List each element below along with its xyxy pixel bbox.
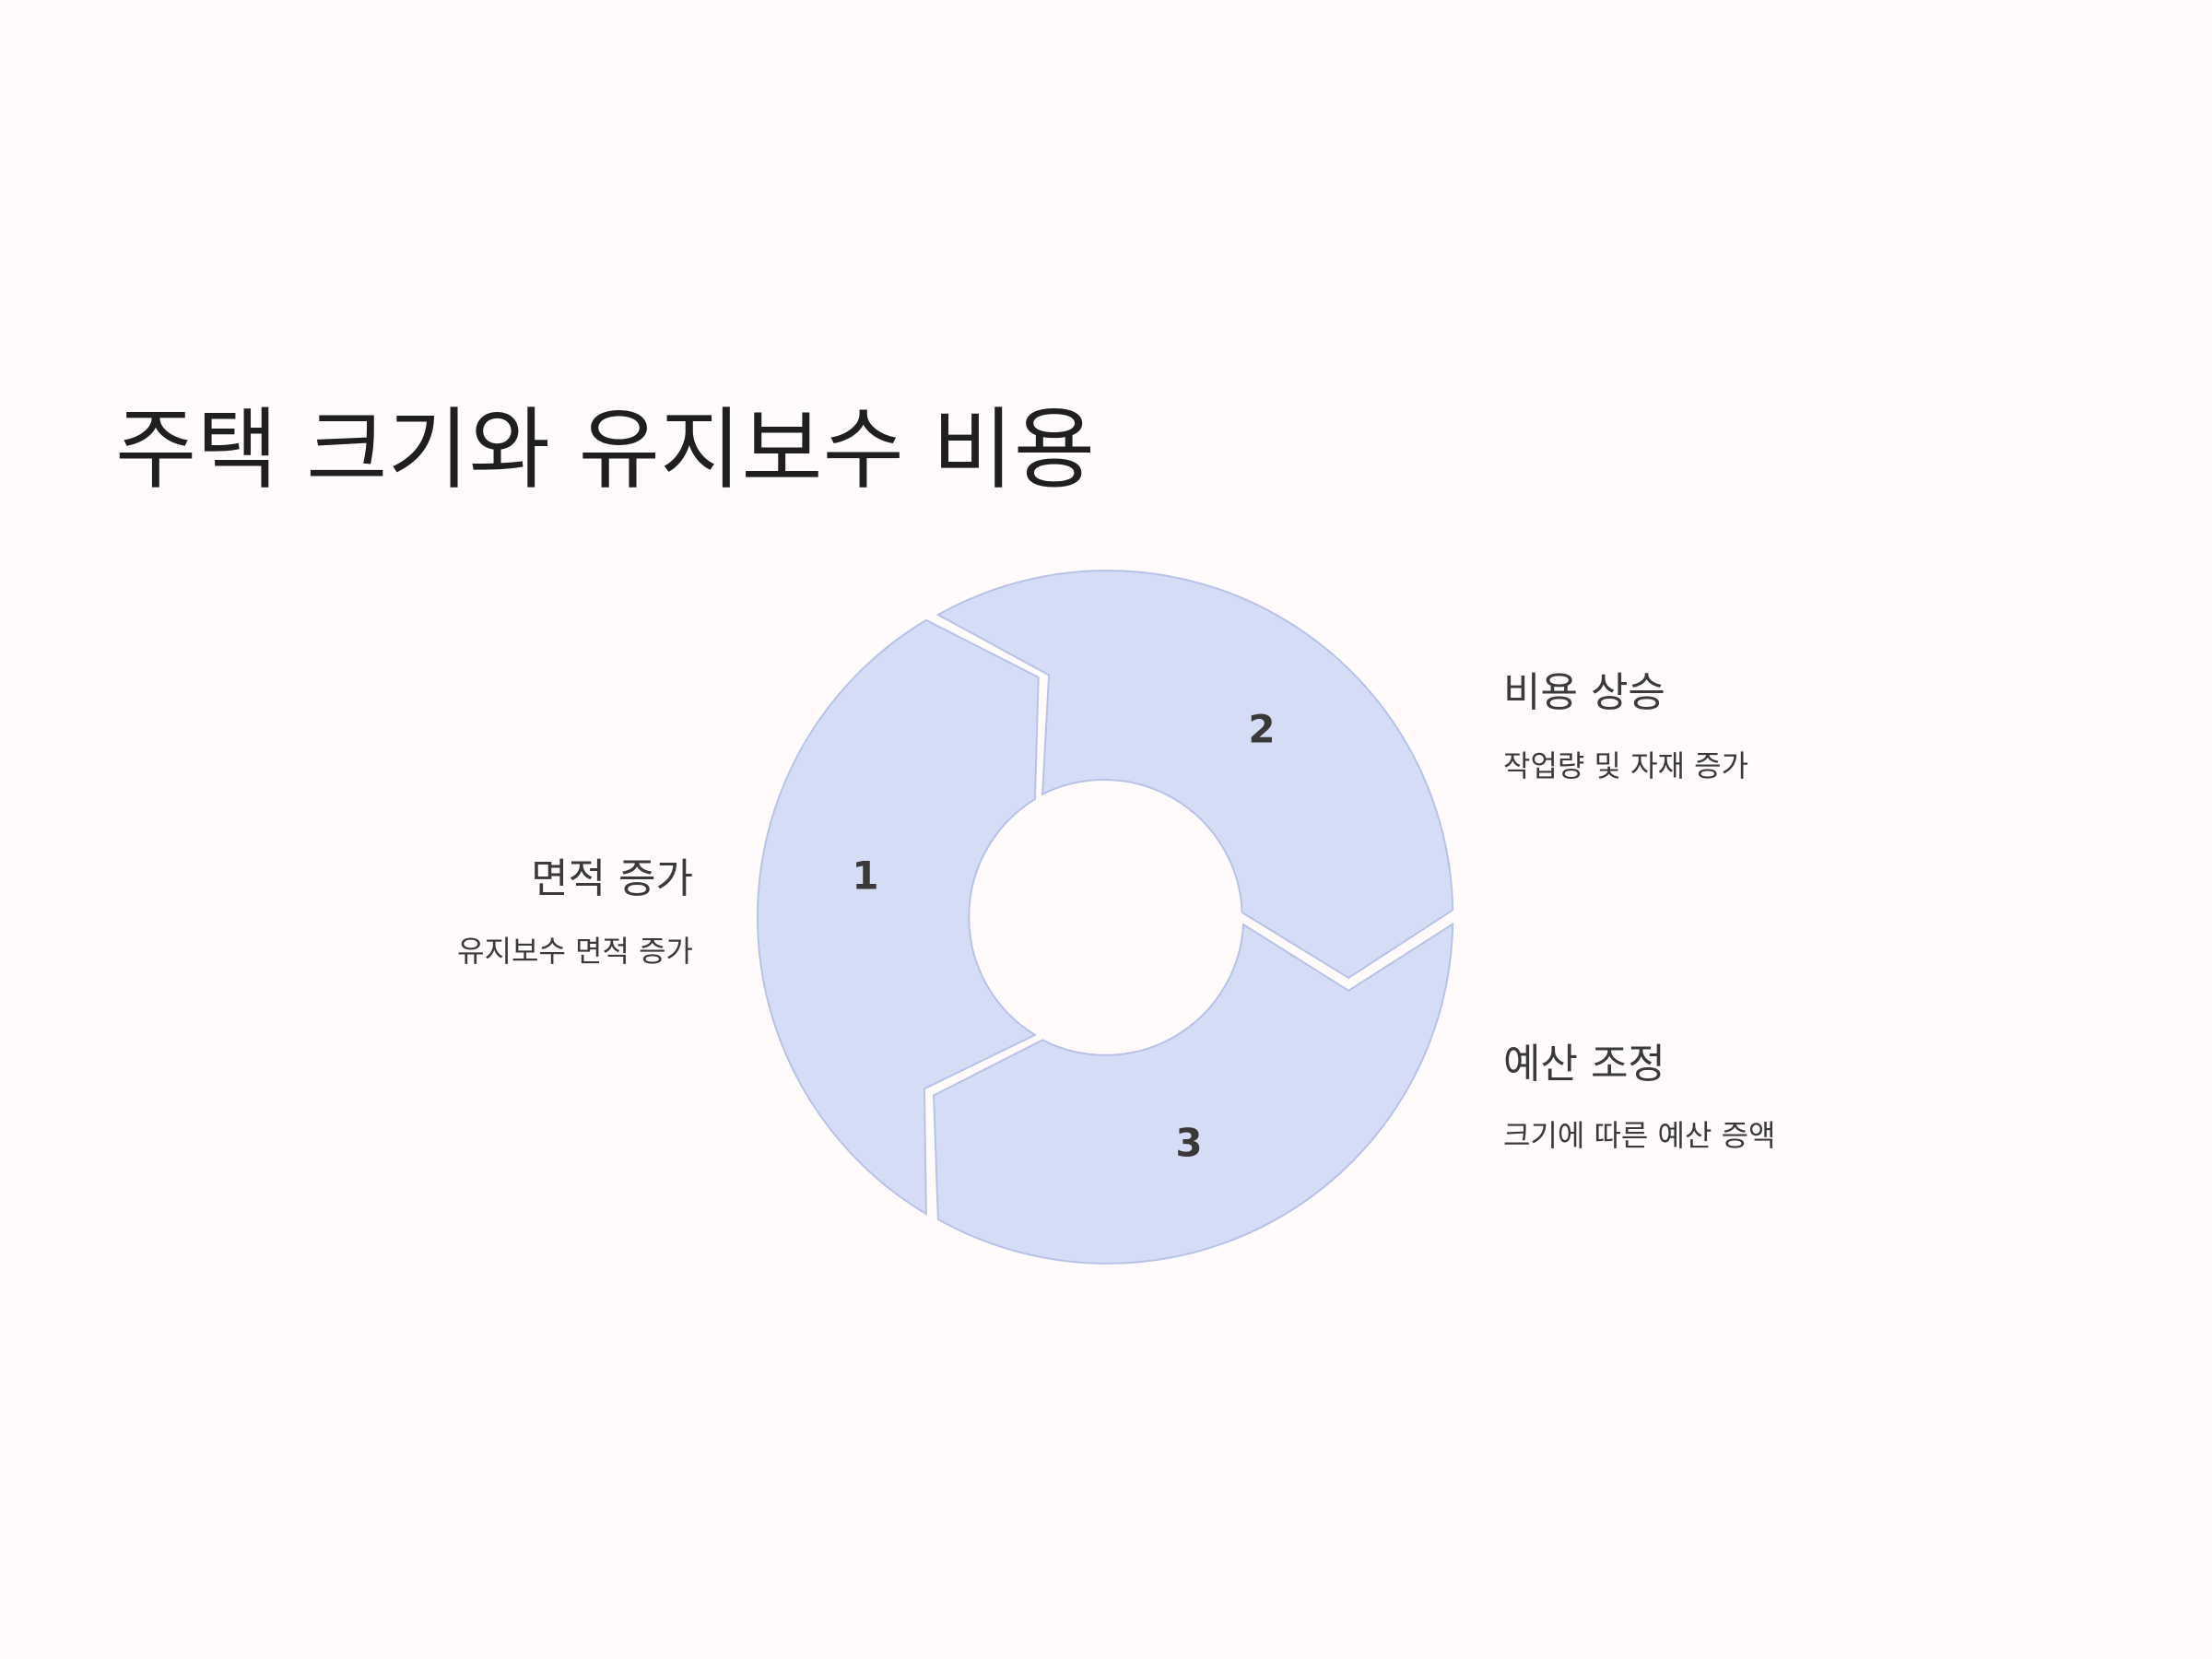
step-2-title: 비용 상승 [1503,669,1665,716]
cycle-segment-2 [935,570,1454,980]
step-2-description: 작업량 및 자재 증가 [1503,748,1749,783]
step-1-title: 면적 증가 [531,855,693,902]
step-number-1: 1 [852,853,878,899]
step-1-description: 유지보수 면적 증가 [457,934,693,969]
step-number-3: 3 [1175,1121,1202,1166]
step-number-2: 2 [1248,707,1275,752]
cycle-segment-1 [757,618,1040,1216]
page-title: 주택 크기와 유지보수 비용 [115,398,1096,501]
step-3-title: 예산 조정 [1503,1041,1665,1088]
step-3-description: 크기에 따른 예산 증액 [1503,1118,1776,1153]
cycle-segment-3 [933,922,1454,1265]
